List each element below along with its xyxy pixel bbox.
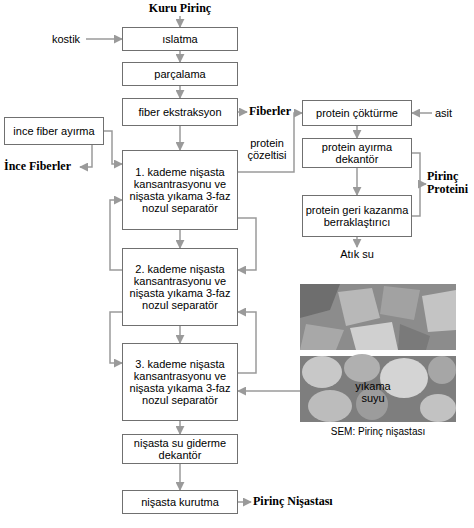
flow-label: asit (435, 107, 471, 119)
flow-arrow (110, 200, 122, 270)
process-box: ıslatma (122, 27, 238, 51)
box-text: nişasta kurutma (141, 496, 219, 508)
flow-arrow (179, 464, 181, 490)
box-text: 2. kademe nişasta kansantrasyonu ve nişa… (125, 263, 235, 311)
box-text: ince fiber ayırma (13, 125, 94, 137)
process-box: nişasta su giderme dekantör (122, 434, 238, 464)
process-box: parçalama (122, 62, 238, 86)
flow-label: Kuru Pirinç (130, 2, 230, 15)
output-arrow (420, 183, 426, 185)
flow-label: kostik (52, 33, 86, 45)
flow-arrow (179, 126, 181, 150)
box-text: 1. kademe nişasta kansantrasyonu ve nişa… (125, 166, 235, 214)
box-text: protein çöktürme (316, 107, 398, 119)
process-box: 3. kademe nişasta kansantrasyonu ve nişa… (122, 343, 238, 421)
output-arrow (238, 111, 247, 113)
box-text: protein ayırma dekantör (305, 141, 409, 165)
flow-label: SEM: Pirinç nişastası (300, 426, 456, 438)
flow-label: yıkama suyu (348, 380, 398, 404)
flow-arrow (179, 86, 181, 98)
process-box: 1. kademe nişasta kansantrasyonu ve nişa… (122, 150, 238, 230)
input-arrow (86, 38, 122, 40)
edge-label: protein çözeltisi (242, 137, 292, 161)
process-box: nişasta kurutma (122, 490, 238, 514)
bracket-line (412, 153, 420, 216)
input-arrow (179, 16, 181, 27)
flow-arrow (356, 168, 358, 195)
flow-arrow (179, 421, 181, 434)
flow-arrow (238, 113, 302, 172)
output-arrow (238, 501, 251, 503)
flow-label: Atık su (327, 248, 387, 260)
flow-label: İnce Fiberler (4, 160, 80, 173)
flow-label: Pirinç Nişastası (253, 495, 363, 508)
flow-arrow (179, 51, 181, 62)
box-text: nişasta su giderme dekantör (125, 437, 235, 461)
process-box: protein ayırma dekantör (302, 138, 412, 168)
box-text: parçalama (154, 68, 205, 80)
flow-label: Pirinç Proteini (427, 170, 473, 196)
box-text: protein geri kazanma berraklaştırıcı (305, 204, 409, 228)
process-box: 2. kademe nişasta kansantrasyonu ve nişa… (122, 248, 238, 326)
process-box: fiber ekstraksyon (122, 98, 238, 126)
sem-photo (300, 284, 456, 350)
sem-photo (300, 354, 456, 422)
flow-arrow (238, 312, 256, 373)
flow-label: Fiberler (249, 105, 309, 118)
output-arrow (356, 237, 358, 247)
flow-arrow (179, 230, 181, 248)
process-box: protein geri kazanma berraklaştırıcı (302, 195, 412, 237)
flow-arrow (238, 218, 256, 270)
box-text: fiber ekstraksyon (138, 106, 221, 118)
output-arrow (80, 145, 92, 167)
box-text: ıslatma (162, 33, 197, 45)
process-box: ince fiber ayırma (4, 117, 104, 145)
flow-arrow (104, 131, 122, 164)
input-arrow (412, 112, 432, 114)
process-box: protein çöktürme (302, 100, 412, 126)
box-text: 3. kademe nişasta kansantrasyonu ve nişa… (125, 358, 235, 406)
flow-arrow (356, 126, 358, 138)
flow-arrow (110, 312, 122, 363)
flow-arrow (179, 326, 181, 343)
